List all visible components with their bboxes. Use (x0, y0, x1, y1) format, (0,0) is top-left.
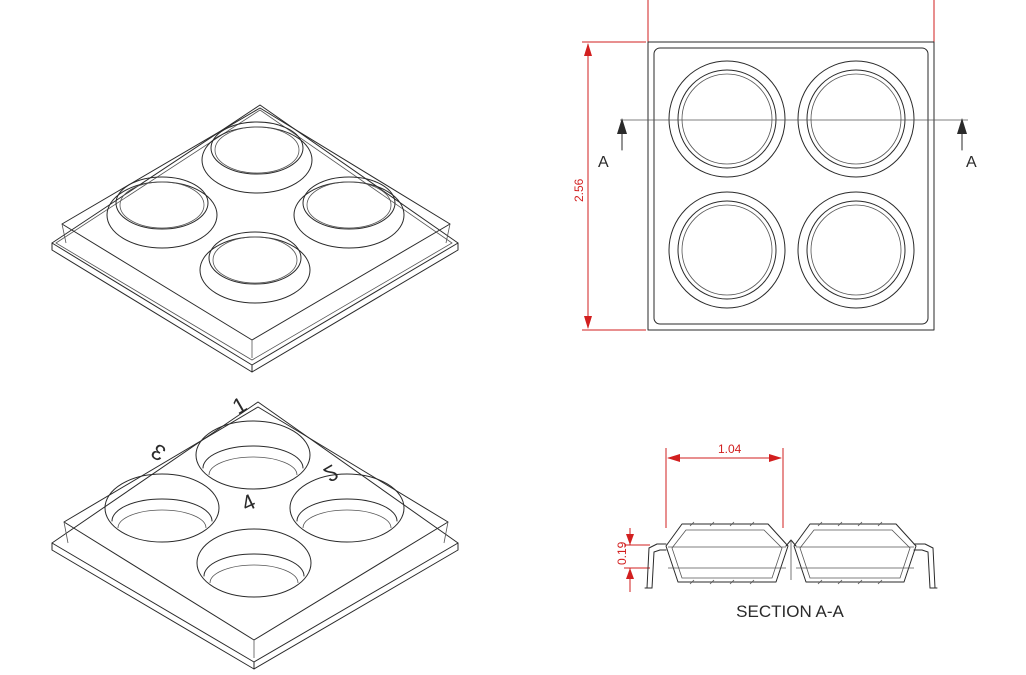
isometric-bottom-view: 1 2 3 4 (51, 392, 459, 670)
cavity-width-value: 1.04 (718, 442, 742, 456)
dome-back (201, 121, 313, 194)
well-number-3: 3 (147, 439, 170, 467)
tray-side-walls (51, 242, 459, 373)
well-right (289, 473, 405, 543)
tray-flange (51, 104, 459, 366)
section-profile (644, 521, 938, 589)
section-label-left: A (598, 154, 609, 171)
plan-cavity-4 (797, 191, 915, 309)
well-number-2: 2 (320, 460, 343, 488)
plan-cavity-1 (668, 60, 786, 178)
plan-view: A A 2.56 (572, 0, 977, 331)
cavity-width-dimension: 1.04 (665, 442, 784, 528)
tray-deck-bottom (63, 406, 449, 641)
tray-flange-bottom (51, 401, 459, 663)
dome-front (199, 231, 311, 304)
section-arrow-left (617, 118, 627, 151)
section-arrow-right (957, 118, 967, 151)
depth-dimension: 0.19 (615, 528, 650, 592)
height-dimension: 2.56 (572, 41, 646, 331)
dome-left (106, 176, 218, 249)
dome-right (293, 176, 405, 249)
well-left (104, 473, 220, 543)
plan-outline (647, 41, 935, 331)
depth-value: 0.19 (615, 541, 629, 565)
well-number-4: 4 (238, 489, 260, 517)
plan-cavity-3 (668, 191, 786, 309)
section-view: 1.04 0.19 (615, 442, 938, 621)
isometric-top-view (51, 104, 459, 373)
tray-top-deck (61, 107, 451, 341)
height-dimension-value: 2.56 (572, 178, 586, 202)
section-title: SECTION A-A (736, 602, 844, 621)
plan-cavity-2 (797, 60, 915, 178)
section-label-right: A (966, 154, 977, 171)
well-back (195, 420, 311, 490)
well-number-1: 1 (228, 392, 251, 420)
well-front (196, 528, 312, 598)
